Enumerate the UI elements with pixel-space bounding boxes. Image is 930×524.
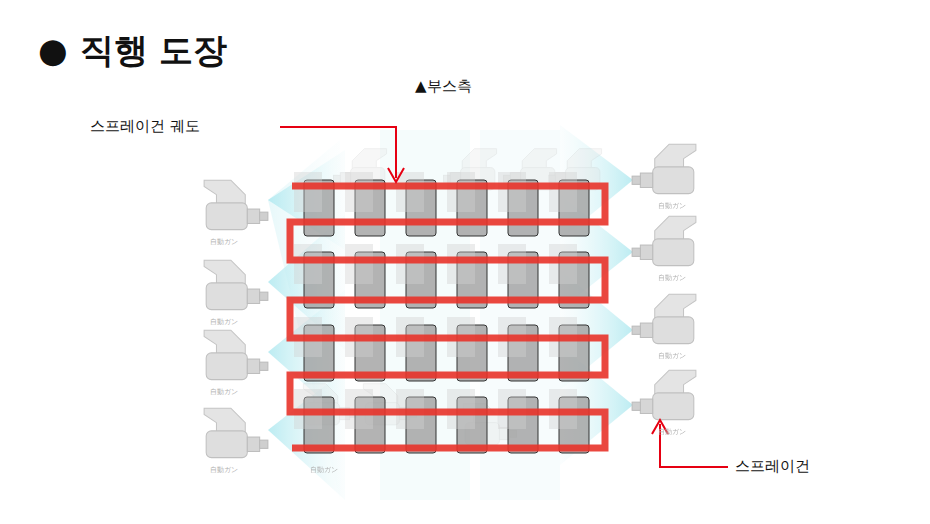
workpiece-shadow (447, 244, 475, 284)
workpiece-shadow (549, 244, 577, 284)
spray-gun-label: 스프레이건 (735, 457, 810, 475)
workpiece-shadow (396, 244, 424, 284)
gun-caption: 自動ガン (310, 466, 338, 474)
gun-caption: 自動ガン (210, 466, 238, 474)
gun-caption: 自動ガン (658, 274, 686, 282)
workpiece-shadow (498, 172, 526, 212)
gun-caption: 自動ガン (210, 238, 238, 246)
workpiece-shadow (549, 172, 577, 212)
gun-caption: 自動ガン (658, 428, 686, 436)
gun-caption: 自動ガン (210, 318, 238, 326)
workpiece-shadow (294, 172, 322, 212)
workpiece-shadow (498, 244, 526, 284)
workpiece-shadow (345, 172, 373, 212)
workpiece-shadow (294, 244, 322, 284)
booth-side-label: ▲부스측 (415, 77, 472, 95)
gun-caption: 自動ガン (658, 352, 686, 360)
title: ● 직행 도장 (38, 30, 227, 71)
gun-caption: 自動ガン (210, 388, 238, 396)
trajectory-label: 스프레이건 궤도 (90, 117, 200, 135)
workpiece-shadow (447, 172, 475, 212)
gun-caption: 自動ガン (658, 202, 686, 210)
workpiece-shadow (345, 244, 373, 284)
workpiece-shadow (396, 172, 424, 212)
